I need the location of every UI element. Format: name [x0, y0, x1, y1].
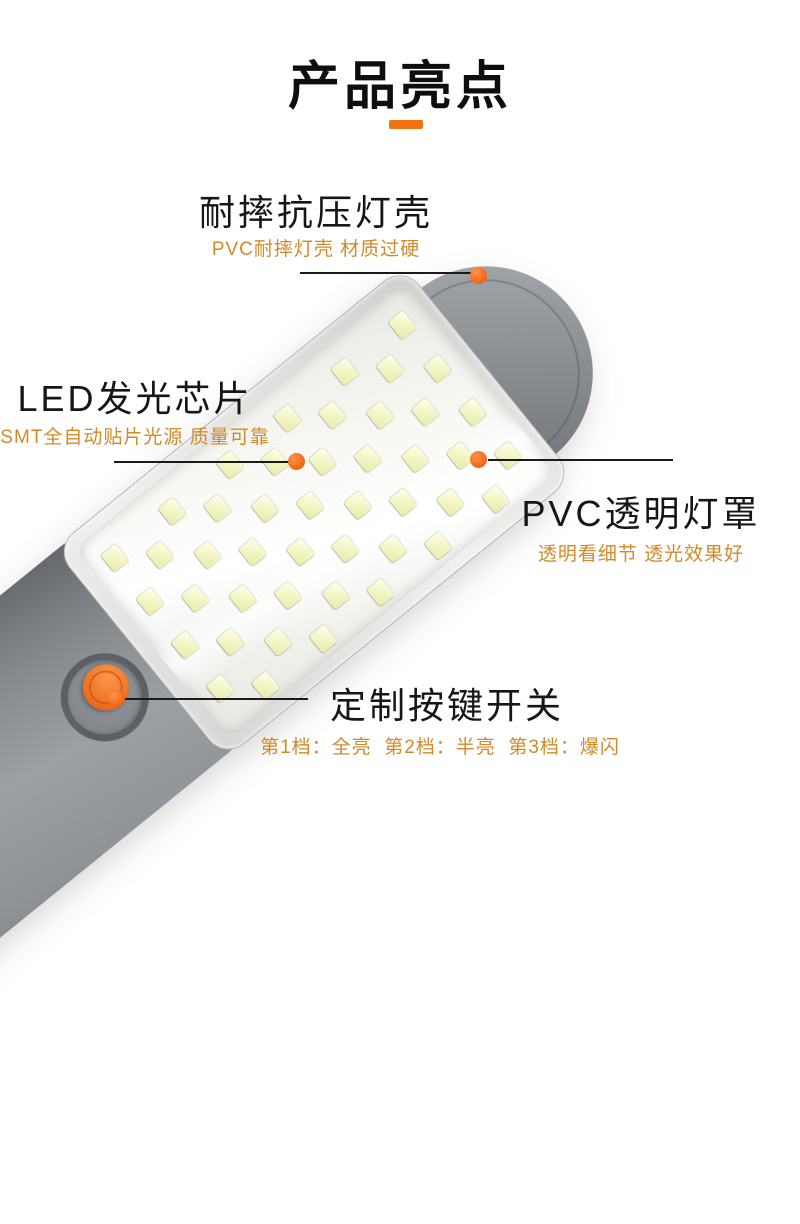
- callout-sub-cover: 透明看细节 透光效果好: [537, 544, 745, 565]
- callout-label-led: LED发光芯片: [17, 378, 253, 419]
- callout-dot-cover: [470, 451, 487, 468]
- leader-line-switch: [122, 698, 308, 700]
- callout-sub-switch: 第1档：全亮 第2档：半亮 第3档：爆闪: [260, 737, 620, 758]
- callout-overlay: 产品亮点 耐摔抗压灯壳 PVC耐摔灯壳 材质过硬 LED发光芯片 SMT全自动贴…: [0, 58, 761, 758]
- leader-line-shell: [300, 272, 472, 274]
- leader-line-cover: [488, 459, 673, 461]
- callout-dot-switch: [108, 690, 125, 707]
- callout-label-shell: 耐摔抗压灯壳: [198, 192, 434, 233]
- leader-line-led: [114, 461, 290, 463]
- product-highlight-banner: 产品亮点 耐摔抗压灯壳 PVC耐摔灯壳 材质过硬 LED发光芯片 SMT全自动贴…: [0, 0, 800, 800]
- title-underline: [389, 120, 423, 129]
- callout-label-switch: 定制按键开关: [329, 685, 565, 726]
- callout-dot-shell: [470, 267, 487, 284]
- callout-dot-led: [288, 453, 305, 470]
- page-title: 产品亮点: [287, 58, 512, 116]
- callout-label-cover: PVC透明灯罩: [521, 493, 761, 534]
- callout-sub-shell: PVC耐摔灯壳 材质过硬: [211, 239, 421, 260]
- callout-sub-led: SMT全自动贴片光源 质量可靠: [0, 427, 270, 448]
